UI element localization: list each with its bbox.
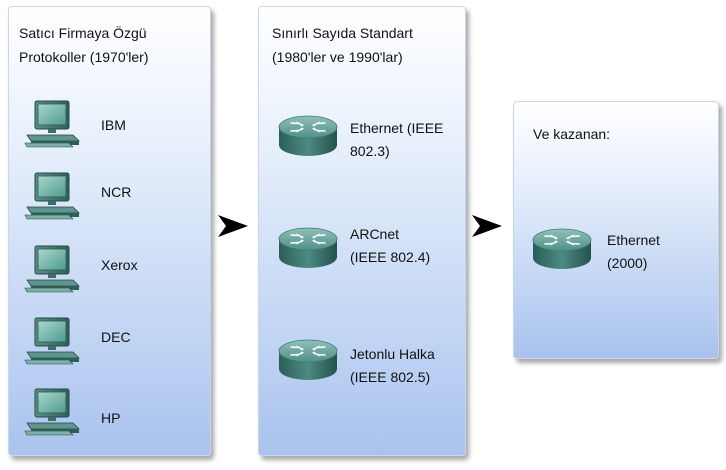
computer-icon xyxy=(23,387,81,437)
item-label-line2: (IEEE 802.4) xyxy=(350,249,431,265)
item-label-line1: Jetonlu Halka xyxy=(350,346,435,362)
item-label-ncr: NCR xyxy=(101,184,132,200)
item-label-line1: Ethernet (IEEE xyxy=(350,120,444,136)
router-icon xyxy=(531,226,593,272)
item-label-line2: (2000) xyxy=(607,255,648,271)
computer-icon xyxy=(23,316,81,366)
panel-title-line2: (1980'ler ve 1990'lar) xyxy=(272,49,403,65)
arrow-right-icon xyxy=(218,215,248,237)
computer-icon xyxy=(23,99,81,149)
item-label-hp: HP xyxy=(101,410,121,426)
panel-winner: Ve kazanan: Ethernet (2000) xyxy=(513,101,719,359)
panel-limited-standards: Sınırlı Sayıda Standart (1980'ler ve 199… xyxy=(258,6,466,456)
panel-vendor-protocols: Satıcı Firmaya Özgü Protokoller (1970'le… xyxy=(8,6,211,456)
item-label-line1: Ethernet xyxy=(607,232,660,248)
panel-title: Ve kazanan: xyxy=(533,126,611,142)
item-label-line2: 802.3) xyxy=(350,143,390,159)
item-label-line2: (IEEE 802.5) xyxy=(350,369,431,385)
item-label-line1: ARCnet xyxy=(350,226,400,242)
panel-title-line2: Protokoller (1970'ler) xyxy=(19,49,149,65)
panel-title-line1: Sınırlı Sayıda Standart xyxy=(272,25,413,41)
item-label-ibm: IBM xyxy=(101,117,126,133)
item-label-dec: DEC xyxy=(101,329,131,345)
arrow-right-icon xyxy=(472,215,502,237)
router-icon xyxy=(277,225,339,271)
router-icon xyxy=(277,113,339,159)
panel-title-line1: Satıcı Firmaya Özgü xyxy=(19,25,147,41)
router-icon xyxy=(277,337,339,383)
computer-icon xyxy=(23,244,81,294)
computer-icon xyxy=(23,171,81,221)
item-label-xerox: Xerox xyxy=(101,257,138,273)
